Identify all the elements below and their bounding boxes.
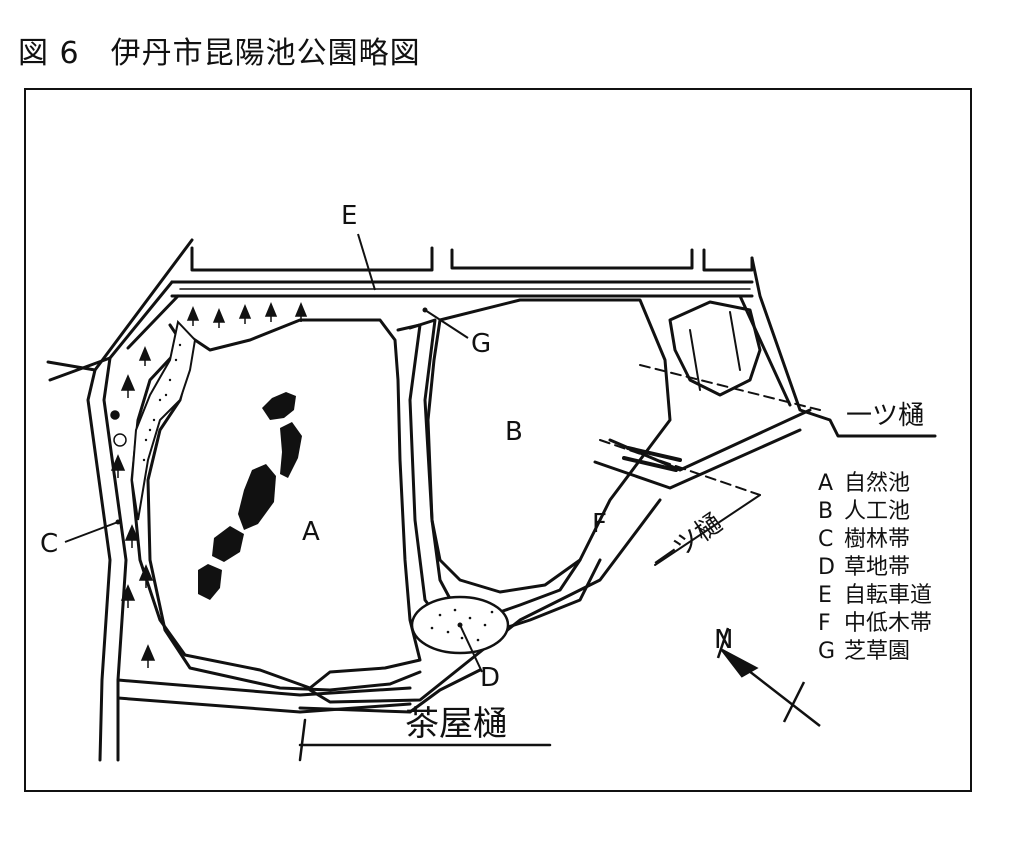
west-edge-outer (86, 368, 112, 762)
legend-text-d: 草地帯 (844, 555, 910, 580)
label-b: B (505, 417, 523, 447)
stipple-dots (142, 343, 182, 462)
dot-d (457, 622, 463, 628)
legend-text-f: 中低木帯 (844, 611, 932, 636)
legend-text-g: 芝草園 (844, 639, 910, 664)
pond-b-outline (426, 298, 672, 594)
tree-icons (110, 302, 308, 668)
chaya-tick (298, 718, 307, 762)
hitotsu-bracket (654, 494, 761, 566)
bottom-road-lower (116, 696, 412, 714)
b-to-d-path-1 (498, 558, 582, 614)
pond-a-path (146, 323, 422, 692)
chaya-road-bottom (298, 668, 482, 714)
chaya-road-top (308, 498, 662, 704)
legend-text-b: 人工池 (844, 499, 910, 524)
label-e: E (341, 201, 357, 231)
top-block-mid (450, 248, 694, 270)
label-c: C (40, 529, 58, 559)
hitotsu-hi-upper: 一ツ樋 (846, 401, 924, 431)
dashed-line-2 (599, 439, 761, 496)
meadow-dots (430, 608, 494, 642)
leader-d (459, 624, 483, 673)
map-frame (24, 88, 972, 792)
figure-title: 図 6 伊丹市昆陽池公園略図 (18, 36, 421, 71)
label-a: A (302, 517, 320, 547)
channel-lower (593, 428, 802, 490)
chaya-hi-label: 茶屋樋 (405, 704, 507, 744)
legend-text-e: 自転車道 (844, 583, 932, 608)
legend-key-a: A (818, 471, 833, 496)
right-road-outer (750, 256, 937, 438)
legend: A 自然池 B 人工池 C 樹林帯 D 草地帯 E 自転車道 F 中低木帯 G 芝草園 (818, 471, 932, 664)
legend-key-c: C (818, 527, 833, 552)
top-block-right (702, 248, 754, 272)
legend-key-b: B (818, 499, 833, 524)
leader-g (424, 309, 469, 339)
dot-g (422, 307, 428, 313)
east-pond (668, 300, 762, 397)
north-arrow (716, 627, 821, 727)
east-pond-lines (689, 311, 741, 391)
north-label: N (714, 625, 733, 655)
sluice-bars (622, 446, 682, 472)
dot-c (115, 519, 121, 525)
legend-key-f: F (818, 611, 831, 636)
stippled-strip (130, 319, 197, 521)
leader-e (357, 233, 376, 291)
legend-key-e: E (818, 583, 832, 608)
islands (198, 392, 302, 600)
legend-text-a: 自然池 (844, 471, 910, 496)
label-g: G (471, 329, 491, 359)
bottom-road-upper (116, 678, 412, 697)
legend-key-g: G (818, 639, 835, 664)
dashed-line-1 (639, 364, 821, 411)
right-road-inner (738, 294, 792, 407)
top-block-left (190, 246, 434, 272)
legend-text-c: 樹林帯 (844, 527, 910, 552)
leader-c (64, 521, 119, 543)
west-edge-inner (102, 356, 128, 762)
b-to-d-path-2 (503, 558, 602, 630)
legend-key-d: D (818, 555, 835, 580)
label-d: D (480, 663, 500, 693)
left-road-diag2 (126, 294, 180, 350)
label-f: F (592, 509, 607, 539)
hitotsu-hi-lower: 一ツ樋 (647, 508, 728, 577)
